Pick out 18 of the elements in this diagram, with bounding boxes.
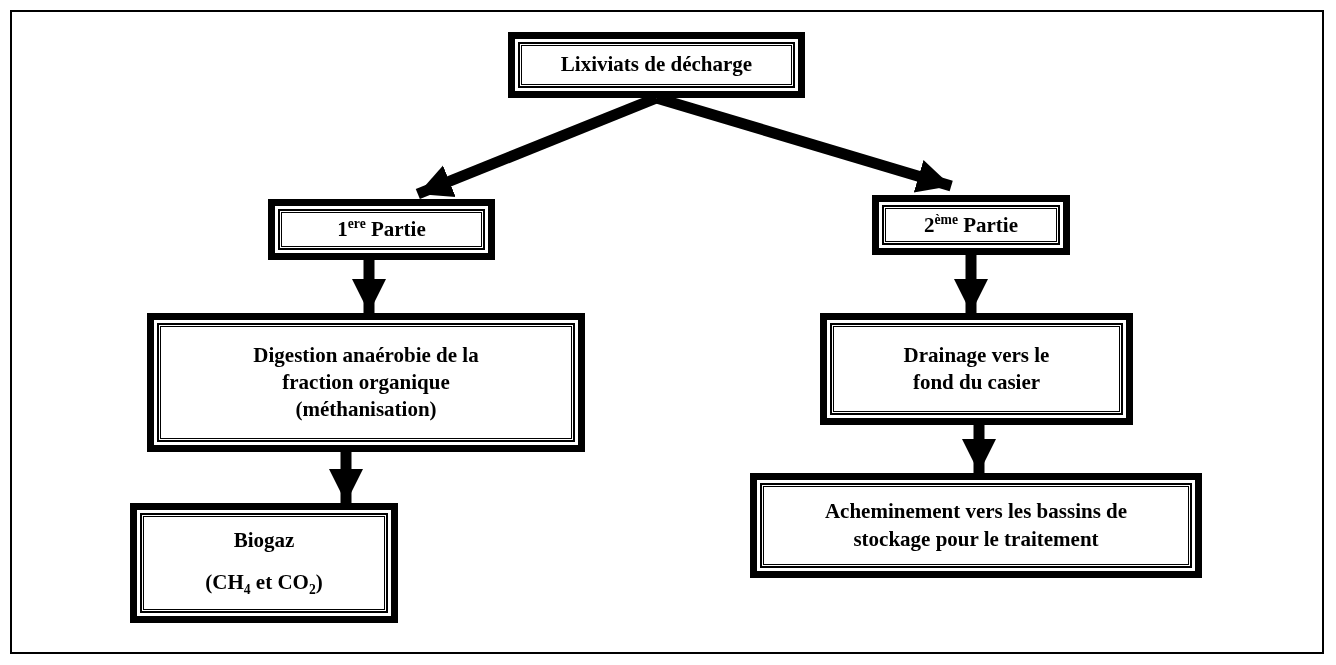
arrow [962, 425, 996, 473]
process-box [147, 313, 585, 452]
arrow [954, 255, 988, 313]
box-text: 2$^{ème}$ Partie [924, 210, 1018, 239]
box-text: (CH$_{4}$ et CO$_{2}$) [205, 568, 323, 599]
box-text: Acheminement vers les bassins de stockage pour le traitement [823, 498, 1129, 553]
box-text: Biogaz [233, 527, 295, 555]
box-text: 1$^{ere}$ Partie [337, 215, 426, 244]
process-box [820, 313, 1133, 425]
arrow [329, 452, 363, 503]
box-text: Drainage vers le fond du casier [902, 341, 1051, 396]
process-box [130, 503, 398, 623]
process-box [872, 195, 1070, 255]
process-box [508, 32, 805, 98]
process-box [750, 473, 1202, 578]
process-box [268, 199, 495, 260]
box-text: Digestion anaérobie de la fraction organique (méthanisation) [252, 341, 480, 424]
box-text: Lixiviats de décharge [560, 51, 753, 79]
